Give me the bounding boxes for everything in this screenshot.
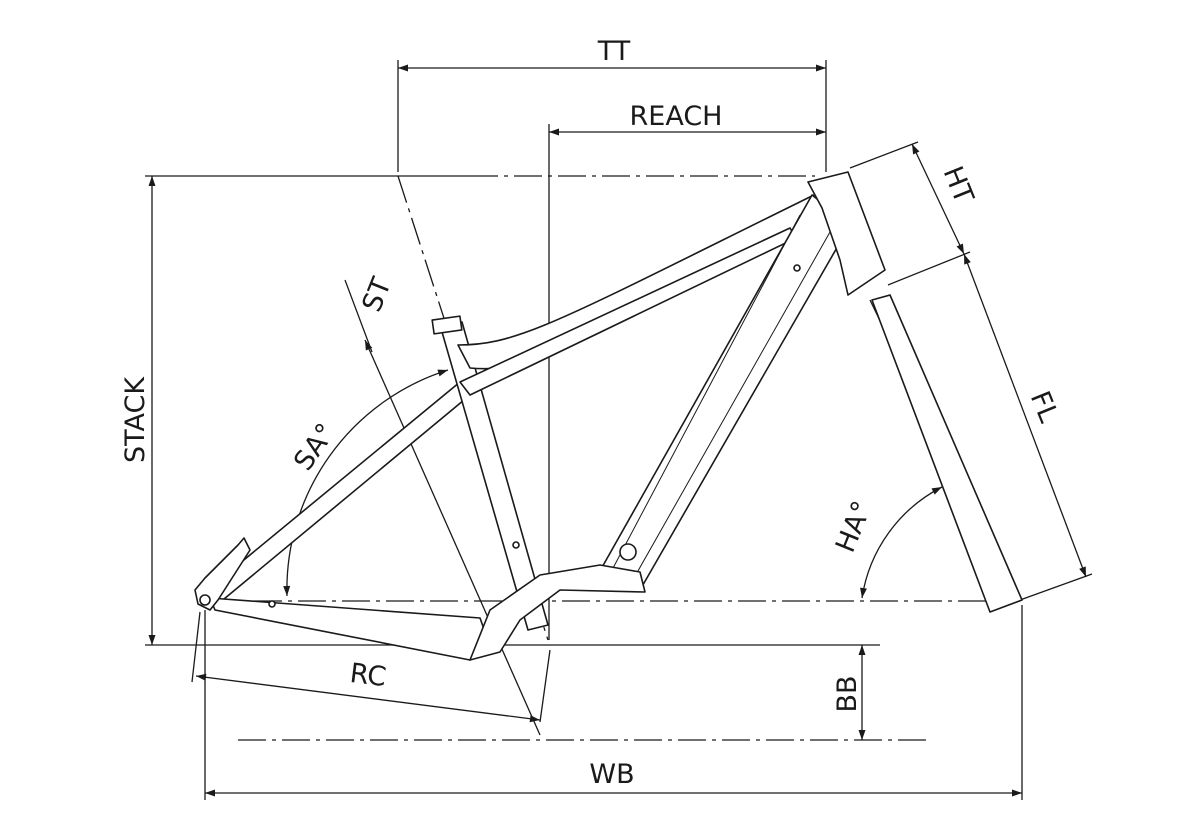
- seat-stay: [204, 381, 471, 605]
- dimension-arrows: [148, 64, 1087, 797]
- frame-bolt: [793, 264, 801, 272]
- label-tt: TT: [597, 36, 631, 67]
- motor-bolt: [619, 543, 637, 561]
- label-rc: RC: [348, 658, 388, 693]
- fl-extension-bottom: [1019, 573, 1093, 601]
- label-sa: SA°: [288, 418, 342, 476]
- ha-arc: [860, 486, 943, 599]
- rear-axle: [199, 594, 211, 606]
- seat-tube-top: [431, 315, 463, 335]
- fork: [871, 294, 1023, 613]
- label-fl: FL: [1024, 387, 1064, 427]
- ht-arrow: [911, 143, 965, 255]
- rc-extension-right: [539, 649, 551, 723]
- label-reach: REACH: [630, 101, 723, 132]
- frame-bolt: [268, 600, 276, 608]
- head-tube: [807, 171, 886, 296]
- motor-mount: [469, 564, 646, 661]
- down-tube-detail: [611, 214, 831, 586]
- ht-extension-top: [849, 141, 919, 169]
- label-wb: WB: [589, 759, 634, 790]
- bike-frame: [194, 171, 886, 661]
- rear-dropout: [194, 537, 251, 611]
- label-bb: BB: [832, 675, 863, 712]
- ht-extension-bottom: [887, 251, 971, 286]
- rc-extension-left: [191, 611, 201, 683]
- label-stack: STACK: [120, 376, 151, 463]
- sa-arc: [283, 369, 449, 597]
- chain-stay: [209, 597, 486, 661]
- frame-bolt: [512, 541, 520, 549]
- label-ha: HA°: [830, 497, 878, 557]
- label-st: ST: [356, 273, 398, 316]
- fl-arrow: [963, 253, 1087, 578]
- rc-arrow: [195, 673, 541, 723]
- label-ht: HT: [937, 162, 980, 208]
